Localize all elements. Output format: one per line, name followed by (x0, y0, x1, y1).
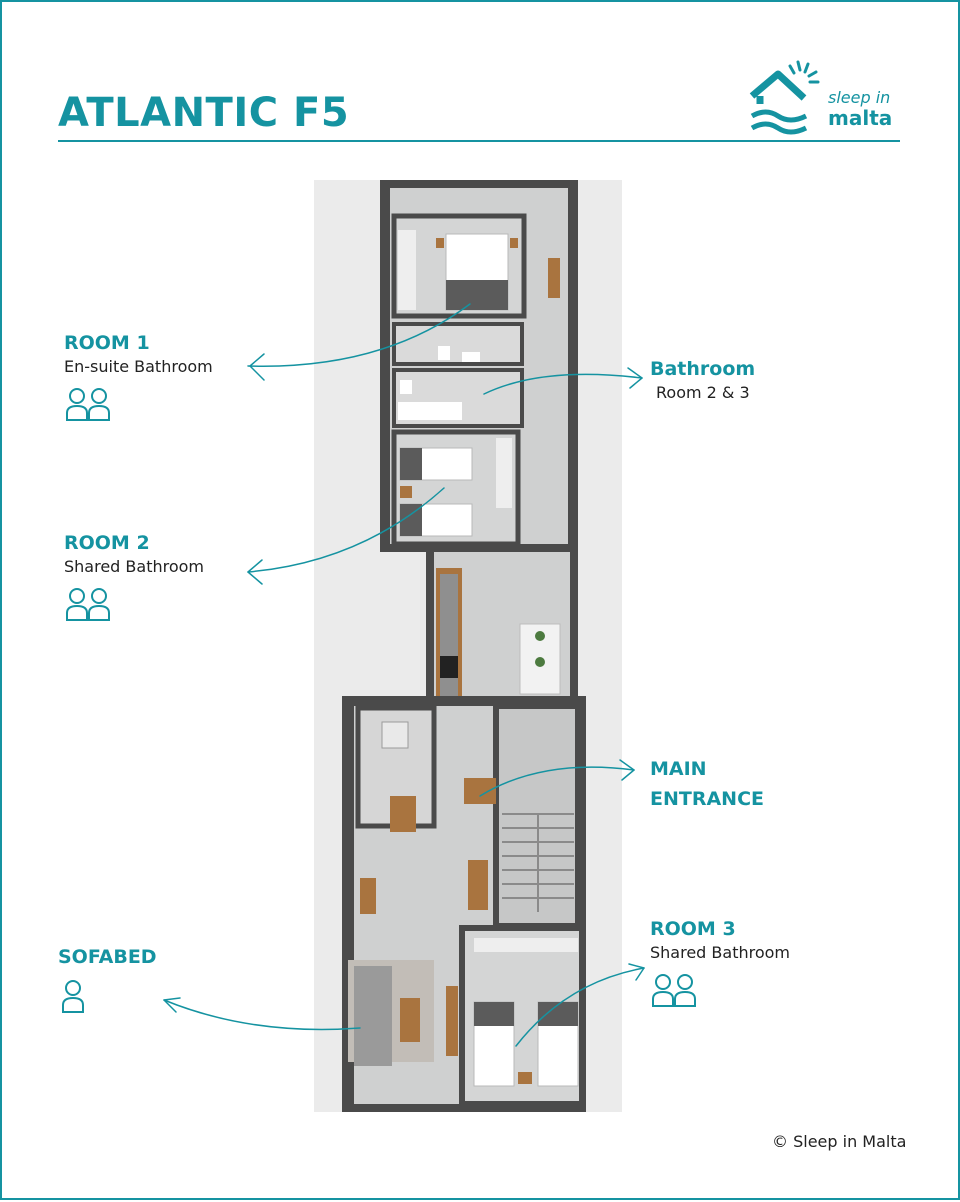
sofabed-label: SOFABED (58, 944, 157, 1014)
kitchen-counter (436, 568, 462, 716)
room2-bed-bottom-cover (400, 504, 422, 536)
hall-cabinet (360, 878, 376, 914)
page-title: ATLANTIC F5 (58, 90, 350, 136)
lower-wing-floor (354, 706, 576, 1104)
main-entrance-label: MAIN ENTRANCE (650, 754, 764, 814)
person-icon (652, 974, 696, 1007)
sofabed-sofa (354, 966, 392, 1066)
dining-table (519, 623, 561, 695)
kitchen-hob (440, 656, 458, 678)
room3-label: ROOM 3 Shared Bathroom (650, 916, 790, 1008)
room3-bed-right (537, 1001, 579, 1087)
ensuite-toilet (438, 346, 450, 360)
bathroom-arrowhead (627, 367, 643, 389)
bathroom-title: Bathroom (650, 358, 756, 380)
room1-wardrobe (398, 230, 416, 310)
room1-area (391, 213, 527, 319)
laundry-room (355, 705, 437, 829)
plan-backdrop (314, 180, 622, 1112)
person-icon (66, 388, 110, 421)
dining-plant-1 (535, 631, 545, 641)
staircase (502, 813, 574, 912)
room3-subtitle: Shared Bathroom (650, 943, 790, 962)
laundry-door (390, 796, 416, 832)
bathroom-toilet (400, 380, 412, 394)
upper-wing-walls (380, 180, 578, 552)
room1-guests (64, 386, 213, 422)
room3-arrowhead (628, 963, 645, 981)
tv-unit (446, 986, 458, 1056)
title-divider (58, 140, 900, 142)
copyright-notice: © Sleep in Malta (772, 1132, 907, 1151)
living-rug (348, 960, 434, 1062)
sofabed-guests (58, 978, 157, 1014)
room2-nightstand (400, 486, 412, 498)
room1-title: ROOM 1 (64, 332, 150, 354)
brand-logo: sleep in malta (746, 54, 906, 138)
shared-bathroom-area (392, 368, 524, 428)
room1-ensuite (392, 322, 524, 366)
room3-title: ROOM 3 (650, 918, 736, 940)
room3-nightstand (518, 1072, 532, 1084)
room1-bed-cover (446, 280, 508, 310)
dining-plant-2 (535, 657, 545, 667)
logo-text-malta: malta (828, 106, 893, 130)
room1-subtitle: En-suite Bathroom (64, 357, 213, 376)
room2-guests (64, 586, 204, 622)
room2-area (391, 429, 521, 547)
entrance-pointer (479, 766, 635, 797)
sofabed-arrowhead (163, 997, 181, 1013)
coffee-table (400, 998, 420, 1042)
room3-pointer (515, 967, 645, 1047)
room3-bed-left (473, 1001, 515, 1087)
room3-wardrobe (474, 938, 578, 952)
upper-wing-floor (390, 188, 568, 544)
person-icon (66, 588, 110, 621)
main-entrance-title-line1: MAIN (650, 758, 707, 780)
room2-arrowhead (247, 559, 263, 585)
house-sun-wave-icon (749, 60, 820, 135)
room2-title: ROOM 2 (64, 532, 150, 554)
lower-wing-walls (342, 696, 586, 1112)
hall-desk (468, 860, 488, 910)
washing-machine (381, 721, 409, 749)
room2-wardrobe (496, 438, 512, 508)
bathroom-label: Bathroom Room 2 & 3 (650, 356, 755, 404)
entrance-door (464, 778, 496, 804)
room1-bed (445, 233, 509, 311)
sofabed-pointer (163, 999, 361, 1031)
room2-label: ROOM 2 Shared Bathroom (64, 530, 204, 622)
corridor-cabinet (548, 258, 560, 298)
entrance-arrowhead (619, 759, 635, 781)
middle-floor (434, 552, 570, 704)
bathroom-subtitle: Room 2 & 3 (656, 383, 750, 402)
room3-guests (650, 972, 790, 1008)
room2-bed-top-cover (400, 448, 422, 480)
room1-label: ROOM 1 En-suite Bathroom (64, 330, 213, 422)
room1-pointer (247, 303, 471, 367)
stair-hall (493, 703, 581, 929)
room2-pointer (247, 487, 445, 573)
room3-area (459, 925, 585, 1107)
sofabed-title: SOFABED (58, 946, 157, 968)
room2-bed-bottom (399, 503, 473, 537)
person-icon (62, 980, 84, 1013)
bathtub (398, 402, 462, 420)
room2-bed-top (399, 447, 473, 481)
room1-arrowhead (249, 353, 265, 381)
room1-nightstand-right (510, 238, 518, 248)
room2-subtitle: Shared Bathroom (64, 557, 204, 576)
logo-text-sleep-in: sleep in (828, 88, 891, 107)
middle-walls (426, 552, 578, 712)
main-entrance-title-line2: ENTRANCE (650, 788, 764, 810)
bathroom-pointer (483, 373, 643, 395)
room3-bed-right-cover (538, 1002, 578, 1026)
ensuite-sink (462, 352, 480, 362)
room3-bed-left-cover (474, 1002, 514, 1026)
kitchen-worktop (440, 574, 458, 710)
room1-nightstand-left (436, 238, 444, 248)
